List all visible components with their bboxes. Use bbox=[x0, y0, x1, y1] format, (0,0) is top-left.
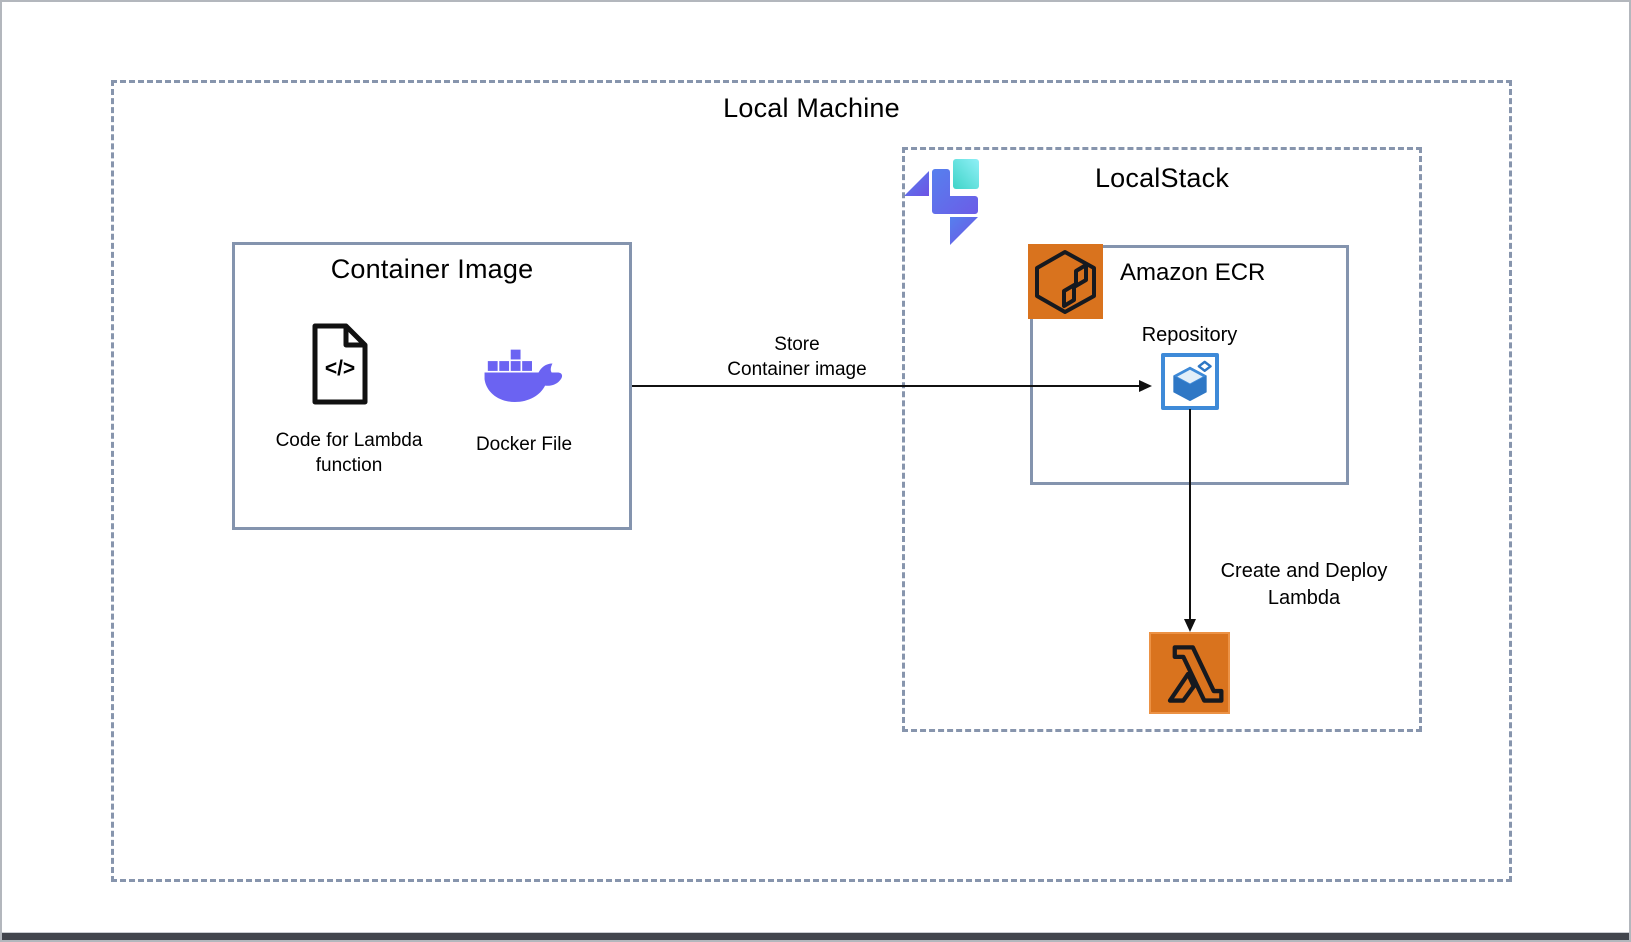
container-image-title: Container Image bbox=[330, 254, 534, 284]
code-file-icon: </> bbox=[310, 322, 370, 406]
deploy-arrow-line bbox=[1189, 409, 1191, 620]
docker-file-label: Docker File bbox=[475, 434, 573, 455]
local-machine-title: Local Machine bbox=[723, 93, 900, 123]
repository-label: Repository bbox=[1141, 324, 1238, 346]
localstack-logo-icon bbox=[900, 154, 984, 249]
deploy-arrow-head bbox=[1184, 619, 1196, 632]
docker-icon bbox=[478, 342, 568, 408]
lambda-icon bbox=[1149, 632, 1230, 714]
amazon-ecr-icon bbox=[1028, 244, 1103, 319]
container-image-box: Container Image bbox=[232, 242, 632, 530]
code-file-label: Code for Lambda function bbox=[275, 430, 423, 476]
repository-icon bbox=[1161, 353, 1219, 410]
deploy-arrow-label: Create and Deploy Lambda bbox=[1220, 560, 1388, 609]
store-arrow-head bbox=[1139, 380, 1152, 392]
store-arrow-label: Store Container image bbox=[727, 334, 867, 380]
local-machine-box: Local Machine bbox=[111, 80, 1512, 882]
amazon-ecr-title: Amazon ECR bbox=[1120, 259, 1266, 286]
localstack-title: LocalStack bbox=[1094, 163, 1230, 193]
localstack-box: LocalStack bbox=[902, 147, 1422, 732]
code-glyph: </> bbox=[325, 357, 355, 380]
store-arrow-line bbox=[632, 385, 1140, 387]
window-bottom-bar bbox=[2, 932, 1629, 940]
